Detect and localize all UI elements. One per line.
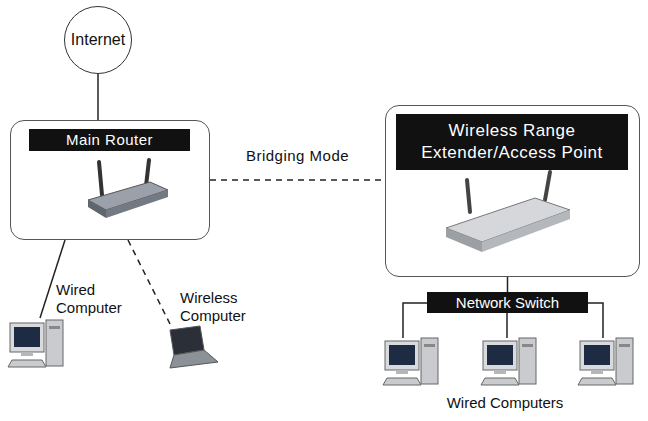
wire — [403, 303, 427, 338]
title-band: Wireless Range Extender/Access Point — [396, 114, 628, 170]
device-label: Wired Computers — [405, 394, 605, 412]
node-label: Network Switch — [456, 294, 559, 311]
cloud-circle: Internet — [64, 6, 132, 74]
device-label: Wired Computer — [56, 281, 136, 317]
wire — [506, 313, 508, 338]
laptop-computer — [170, 326, 218, 368]
wire — [588, 303, 603, 338]
device-box: Main Router — [10, 120, 210, 240]
desktop-computer — [481, 338, 536, 385]
network-link — [97, 74, 99, 120]
desktop-computer — [8, 320, 63, 367]
switch-band: Network Switch — [427, 292, 588, 313]
desktop-computer — [383, 338, 438, 385]
title-band: Main Router — [29, 129, 190, 151]
network-link — [507, 277, 509, 292]
device-label: Wireless Computer — [180, 289, 262, 325]
bridge-link — [210, 179, 385, 181]
extender-device — [446, 172, 570, 252]
node-label: Internet — [71, 31, 125, 49]
device-box: Wireless Range Extender/Access Point — [385, 105, 640, 277]
router-device — [88, 160, 168, 218]
wireless-link — [128, 240, 170, 324]
edge-label: Bridging Mode — [208, 147, 388, 165]
desktop-computer — [578, 338, 633, 385]
